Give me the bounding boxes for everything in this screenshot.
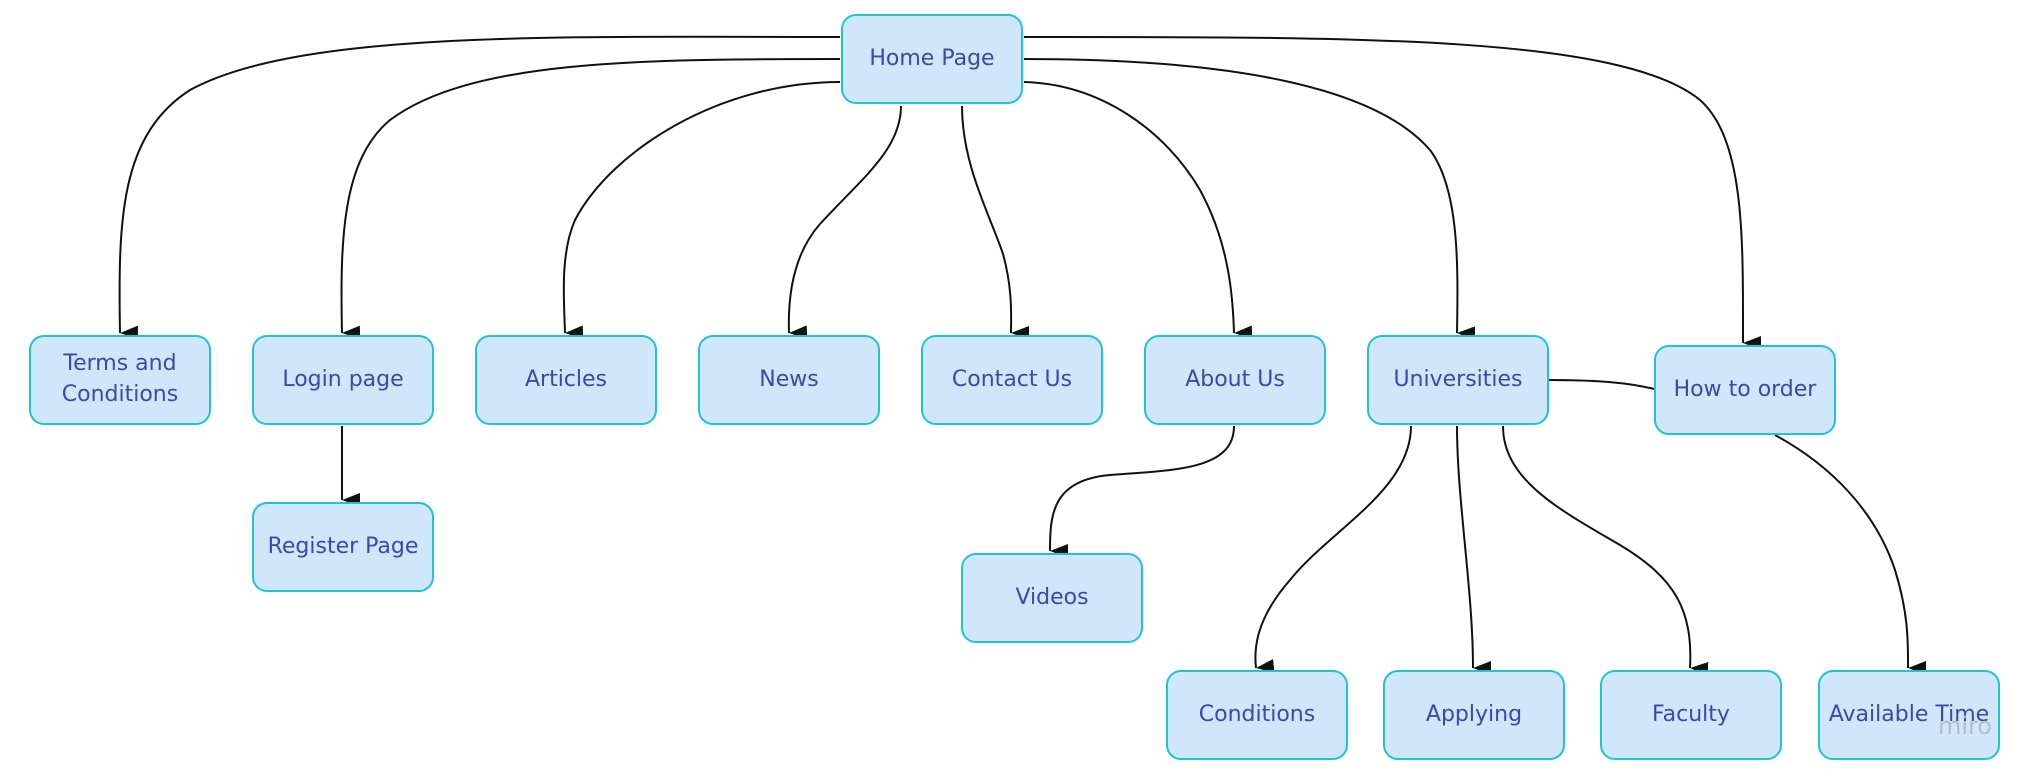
edge-universities-to-applying [1456, 425, 1492, 675]
edge-about-to-videos [1049, 425, 1235, 559]
node-universities-label: Universities [1393, 367, 1522, 392]
edge-home-to-how-to-order [1023, 35, 1762, 351]
node-login-page[interactable]: Login page [252, 335, 434, 425]
node-faculty-label: Faculty [1652, 702, 1730, 727]
edge-how-to-order-to-available-time [1774, 434, 1927, 676]
node-conditions[interactable]: Conditions [1166, 670, 1348, 760]
node-news-label: News [759, 367, 818, 392]
node-contact-us-label: Contact Us [952, 367, 1072, 392]
node-applying-label: Applying [1426, 702, 1522, 727]
node-faculty[interactable]: Faculty [1600, 670, 1782, 760]
node-terms-and-conditions[interactable]: Terms and Conditions [29, 335, 211, 425]
node-about-us-label: About Us [1185, 367, 1285, 392]
miro-watermark: miro [1938, 712, 1992, 740]
node-how-to-order-label: How to order [1674, 377, 1818, 402]
node-register-page-label: Register Page [268, 534, 419, 559]
node-articles[interactable]: Articles [475, 335, 657, 425]
node-available-time-label: Available Time [1829, 702, 1989, 727]
node-applying[interactable]: Applying [1383, 670, 1565, 760]
node-how-to-order[interactable]: How to order [1654, 345, 1836, 435]
edge-home-to-news [787, 105, 902, 340]
edge-universities-to-faculty [1502, 425, 1709, 676]
node-videos-label: Videos [1015, 585, 1088, 610]
node-universities[interactable]: Universities [1367, 335, 1549, 425]
edge-universities-to-conditions [1254, 425, 1412, 673]
edge-home-to-articles [562, 81, 841, 340]
node-about-us[interactable]: About Us [1144, 335, 1326, 425]
edge-home-to-contact [961, 105, 1030, 341]
node-contact-us[interactable]: Contact Us [921, 335, 1103, 425]
edge-home-to-terms [118, 35, 841, 340]
edge-home-to-login [340, 58, 841, 340]
node-home-page-label: Home Page [869, 46, 994, 71]
node-login-page-label: Login page [282, 367, 403, 392]
node-register-page[interactable]: Register Page [252, 502, 434, 592]
node-available-time[interactable]: Available Time [1818, 670, 2000, 760]
edge-home-to-universities [1023, 58, 1476, 341]
node-videos[interactable]: Videos [961, 553, 1143, 643]
node-terms-label-line-1: Terms and [62, 351, 176, 376]
node-home-page[interactable]: Home Page [841, 14, 1023, 104]
edge-universities-to-how-to-order [1547, 379, 1655, 390]
edge-home-to-about [1023, 81, 1253, 340]
node-articles-label: Articles [525, 367, 607, 392]
node-terms-label-line-2: Conditions [62, 382, 178, 407]
node-news[interactable]: News [698, 335, 880, 425]
node-conditions-label: Conditions [1199, 702, 1315, 727]
